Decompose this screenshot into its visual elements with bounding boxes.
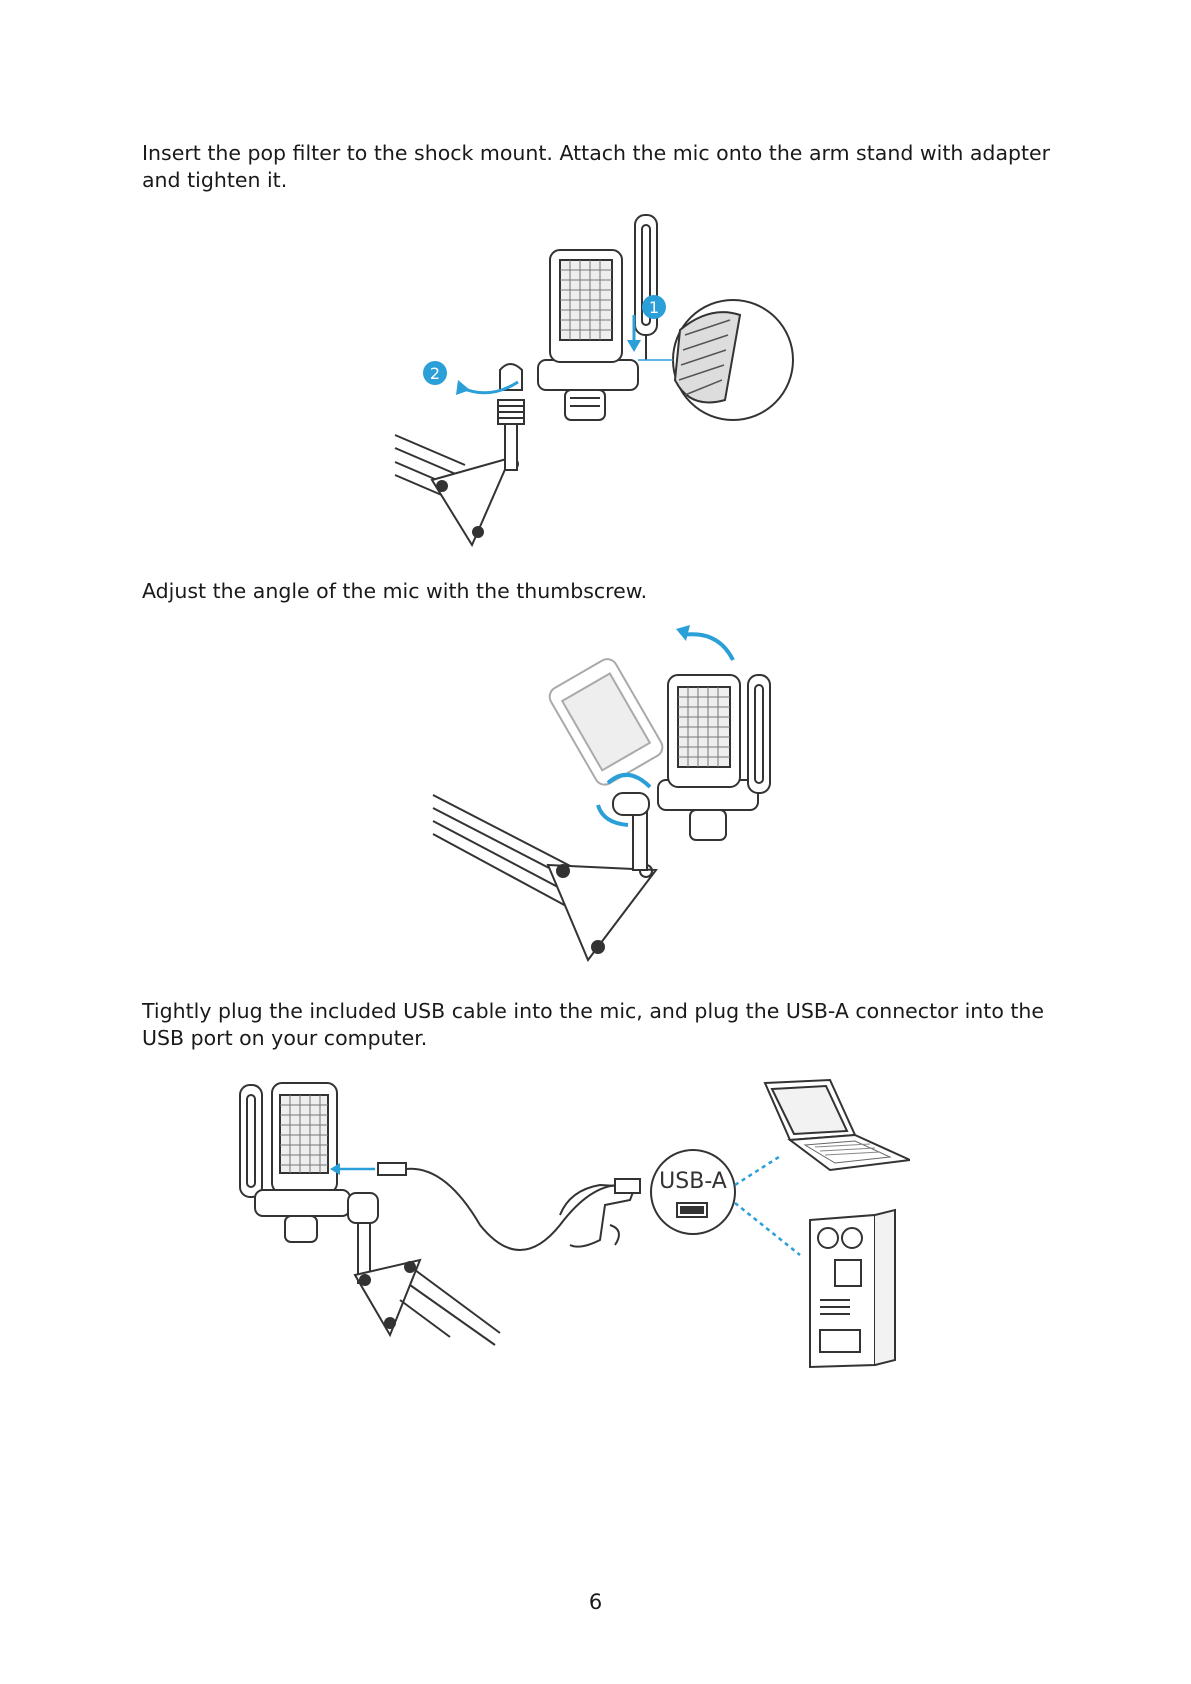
figure-adjust-angle — [428, 615, 808, 970]
step-3-text: Tightly plug the included USB cable into… — [142, 998, 1062, 1052]
step-1-text: Insert the pop filter to the shock mount… — [142, 140, 1062, 194]
figure-mount-mic: 1 2 — [390, 210, 810, 555]
step-2-text: Adjust the angle of the mic with the thu… — [142, 578, 1062, 605]
usb-a-label: USB-A — [659, 1169, 727, 1194]
callout-2-label: 2 — [430, 364, 440, 383]
figure-usb-connection: USB-A — [230, 1075, 910, 1375]
page-number: 6 — [0, 1590, 1191, 1614]
callout-1-label: 1 — [649, 298, 659, 317]
